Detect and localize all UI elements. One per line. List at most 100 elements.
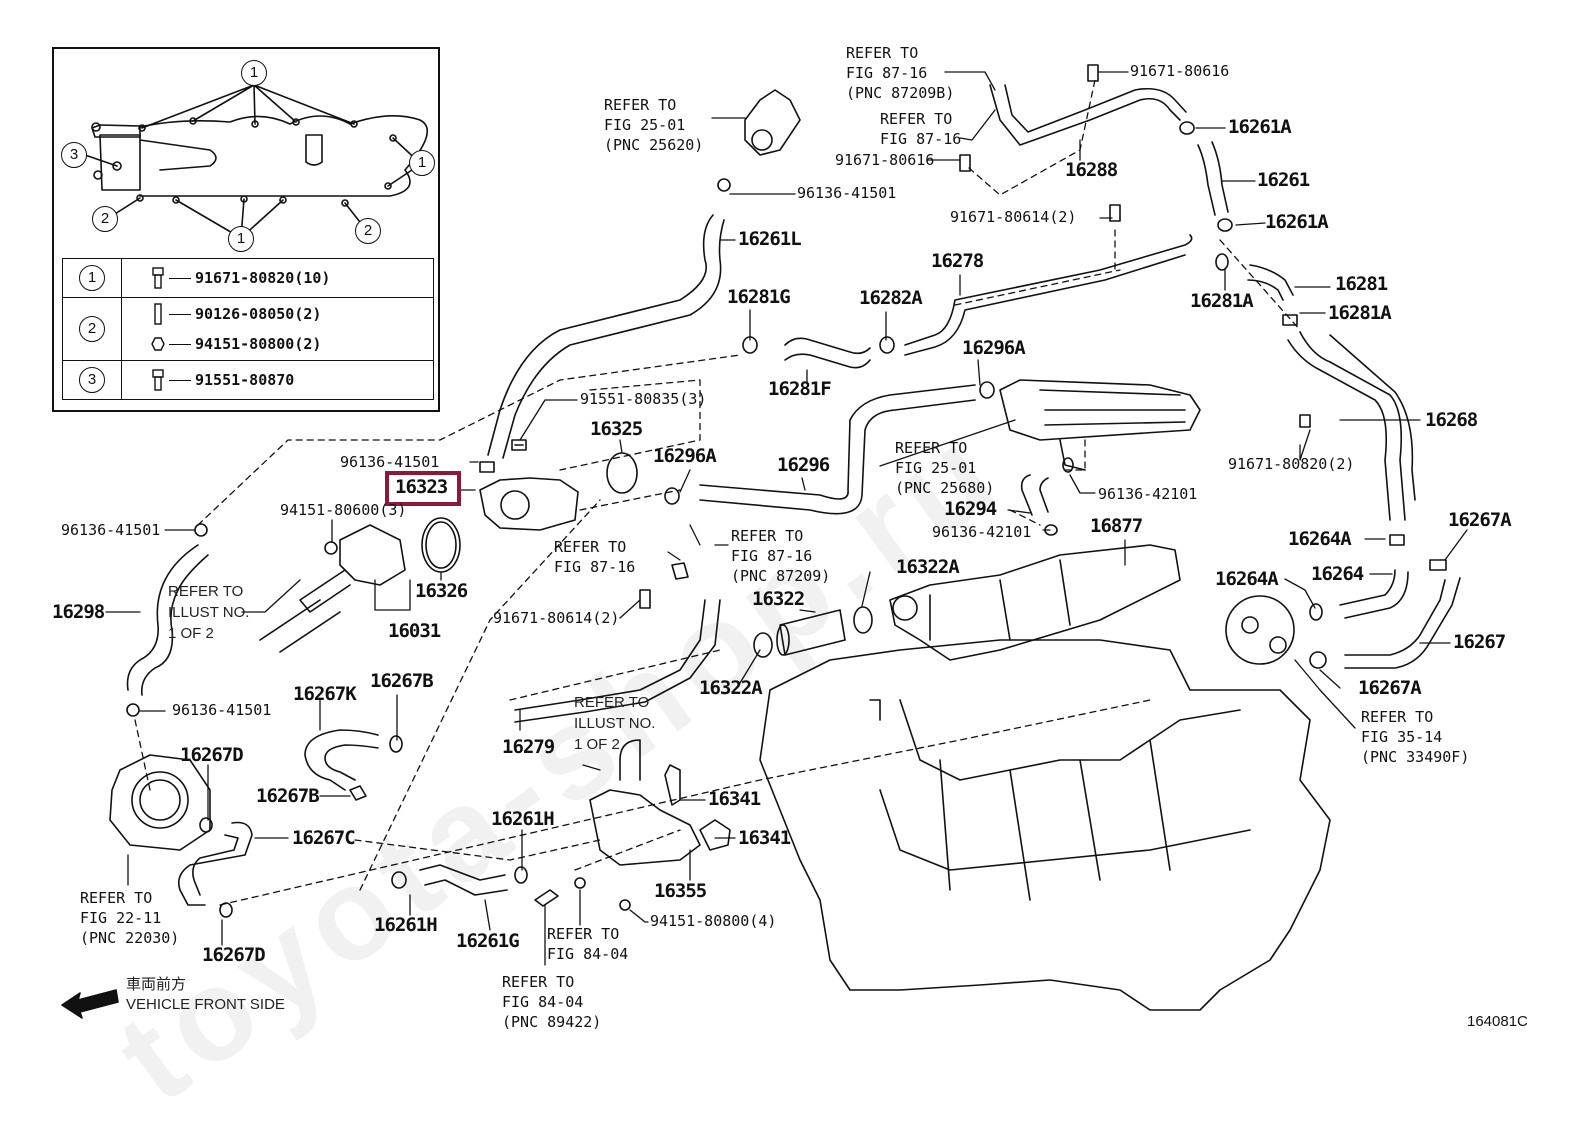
part-label-16296[interactable]: 16296 [777, 454, 830, 476]
part-label-16267D[interactable]: 16267D [180, 744, 244, 766]
part-label-96136-41501[interactable]: 96136-41501 [61, 521, 161, 539]
leader-lines [105, 71, 1468, 966]
reference-note-fig25-01[interactable]: REFER TO FIG 25-01 (PNC 25620) [604, 96, 704, 154]
part-label-16267B[interactable]: 16267B [256, 785, 320, 807]
reference-note-illust[interactable]: REFER TO ILLUST NO. 1 OF 2 [574, 694, 656, 753]
part-label-16267D[interactable]: 16267D [202, 944, 266, 966]
part-label-16261H[interactable]: 16261H [374, 914, 438, 936]
callout-1-right: 1 [409, 150, 435, 176]
part-label-16322A[interactable]: 16322A [699, 677, 763, 699]
front-arrow-icon [61, 989, 119, 1019]
reference-note-fig22-11[interactable]: REFER TO FIG 22-11 (PNC 22030) [80, 889, 180, 947]
component-drawings [109, 64, 1447, 1011]
row-key: 1 [79, 265, 105, 291]
part-label-16264A[interactable]: 16264A [1288, 528, 1352, 550]
reference-note-fig87-16[interactable]: REFER TO FIG 87-16 [554, 538, 636, 576]
reference-note-illust[interactable]: REFER TO ILLUST NO. 1 OF 2 [168, 583, 250, 642]
part-label-16281[interactable]: 16281 [1335, 273, 1388, 295]
part-label-16267B[interactable]: 16267B [370, 670, 434, 692]
part-label-96136-42101[interactable]: 96136-42101 [1098, 485, 1198, 503]
part-label-96136-41501[interactable]: 96136-41501 [340, 453, 440, 471]
diagram-artwork [61, 64, 1468, 1019]
part-label-16341[interactable]: 16341 [738, 827, 791, 849]
part-label-16267A[interactable]: 16267A [1448, 509, 1512, 531]
part-label-16281G[interactable]: 16281G [727, 286, 791, 308]
part-label-16877[interactable]: 16877 [1090, 515, 1143, 537]
part-label-16031[interactable]: 16031 [388, 620, 441, 642]
table-row: 2 90126-08050(2) 94151-80800(2) [62, 297, 434, 361]
reference-note-fig25-01[interactable]: REFER TO FIG 25-01 (PNC 25680) [895, 439, 995, 497]
callout-1-top: 1 [241, 60, 267, 86]
reference-note-fig84-04[interactable]: REFER TO FIG 84-04 (PNC 89422) [502, 973, 602, 1031]
part-label-96136-41501[interactable]: 96136-41501 [172, 701, 272, 719]
part-label-16261H[interactable]: 16261H [491, 808, 555, 830]
part-label-91671-80616[interactable]: 91671-80616 [1130, 62, 1230, 80]
part-label-16278[interactable]: 16278 [931, 250, 984, 272]
part-label-16281A[interactable]: 16281A [1328, 302, 1392, 324]
part-label-16341[interactable]: 16341 [708, 788, 761, 810]
part-label-94151-80600[interactable]: 94151-80600(3) [280, 501, 407, 519]
part-label-16294[interactable]: 16294 [944, 498, 997, 520]
reference-note-fig35-14[interactable]: REFER TO FIG 35-14 (PNC 33490F) [1361, 708, 1470, 766]
part-label-16296A[interactable]: 16296A [962, 337, 1026, 359]
part-label-16322A[interactable]: 16322A [896, 556, 960, 578]
reference-note-fig87-16[interactable]: REFER TO FIG 87-16 [880, 110, 962, 148]
flange-bolt-icon [152, 369, 164, 391]
part-label-16282A[interactable]: 16282A [859, 287, 923, 309]
part-label-91551-80835[interactable]: 91551-80835(3) [580, 390, 707, 408]
part-label-16279[interactable]: 16279 [502, 736, 555, 758]
part-label-16261A[interactable]: 16261A [1228, 116, 1292, 138]
part-label-94151-80800[interactable]: 94151-80800(4) [650, 912, 777, 930]
callout-3: 3 [61, 142, 87, 168]
part-label-16267[interactable]: 16267 [1453, 631, 1506, 653]
part-label-16264[interactable]: 16264 [1311, 563, 1364, 585]
part-label-91671-80614[interactable]: 91671-80614(2) [493, 609, 620, 627]
part-number[interactable]: 90126-08050(2) [195, 305, 322, 323]
fastener-table: 1 91671-80820(10) 2 90126-08050(2) 94151… [62, 258, 434, 400]
part-label-16267C[interactable]: 16267C [292, 827, 356, 849]
reference-note-fig84-04[interactable]: REFER TO FIG 84-04 [547, 925, 629, 963]
callout-2-left: 2 [92, 206, 118, 232]
part-label-16261L[interactable]: 16261L [738, 228, 802, 250]
legend-box [52, 47, 440, 412]
table-row: 3 91551-80870 [62, 360, 434, 400]
table-row: 1 91671-80820(10) [62, 258, 434, 298]
row-key: 3 [79, 367, 105, 393]
part-label-16326[interactable]: 16326 [415, 580, 468, 602]
callout-2-right: 2 [355, 218, 381, 244]
part-label-96136-41501[interactable]: 96136-41501 [797, 184, 897, 202]
stud-bolt-icon [154, 303, 162, 325]
row-key: 2 [79, 316, 105, 342]
part-label-16355[interactable]: 16355 [654, 880, 707, 902]
part-label-16264A[interactable]: 16264A [1215, 568, 1279, 590]
reference-note-fig87-16[interactable]: REFER TO FIG 87-16 (PNC 87209B) [846, 44, 955, 102]
part-number[interactable]: 91551-80870 [195, 371, 295, 389]
part-label-16261[interactable]: 16261 [1257, 169, 1310, 191]
part-label-16261A[interactable]: 16261A [1265, 211, 1329, 233]
part-label-16325[interactable]: 16325 [590, 418, 643, 440]
part-label-16267K[interactable]: 16267K [293, 683, 357, 705]
callout-1-bottom: 1 [228, 226, 254, 252]
nut-icon [151, 337, 165, 351]
part-label-16261G[interactable]: 16261G [456, 930, 520, 952]
part-number[interactable]: 94151-80800(2) [195, 335, 322, 353]
part-label-16281F[interactable]: 16281F [768, 378, 832, 400]
hose-drawings [126, 84, 1461, 906]
reference-note-fig87-16[interactable]: REFER TO FIG 87-16 (PNC 87209) [731, 527, 831, 585]
part-label-16296A[interactable]: 16296A [653, 445, 717, 467]
part-label-16288[interactable]: 16288 [1065, 159, 1118, 181]
part-label-91671-80614[interactable]: 91671-80614(2) [950, 208, 1077, 226]
vehicle-front-label-jp: 車両前方 [126, 976, 187, 993]
part-label-91671-80616[interactable]: 91671-80616 [835, 151, 935, 169]
part-label-16281A[interactable]: 16281A [1190, 290, 1254, 312]
part-label-16322[interactable]: 16322 [752, 588, 805, 610]
part-label-16298[interactable]: 16298 [52, 601, 105, 623]
part-label-96136-42101[interactable]: 96136-42101 [932, 523, 1032, 541]
parts-diagram: toyota-shop.ru [52, 44, 1528, 1130]
selected-part-highlight [385, 471, 461, 506]
part-label-16268[interactable]: 16268 [1425, 409, 1478, 431]
part-label-16267A[interactable]: 16267A [1358, 677, 1422, 699]
part-number[interactable]: 91671-80820(10) [195, 269, 331, 287]
part-label-91671-80820[interactable]: 91671-80820(2) [1228, 455, 1355, 473]
part-label-16323[interactable]: 16323 [395, 476, 448, 498]
